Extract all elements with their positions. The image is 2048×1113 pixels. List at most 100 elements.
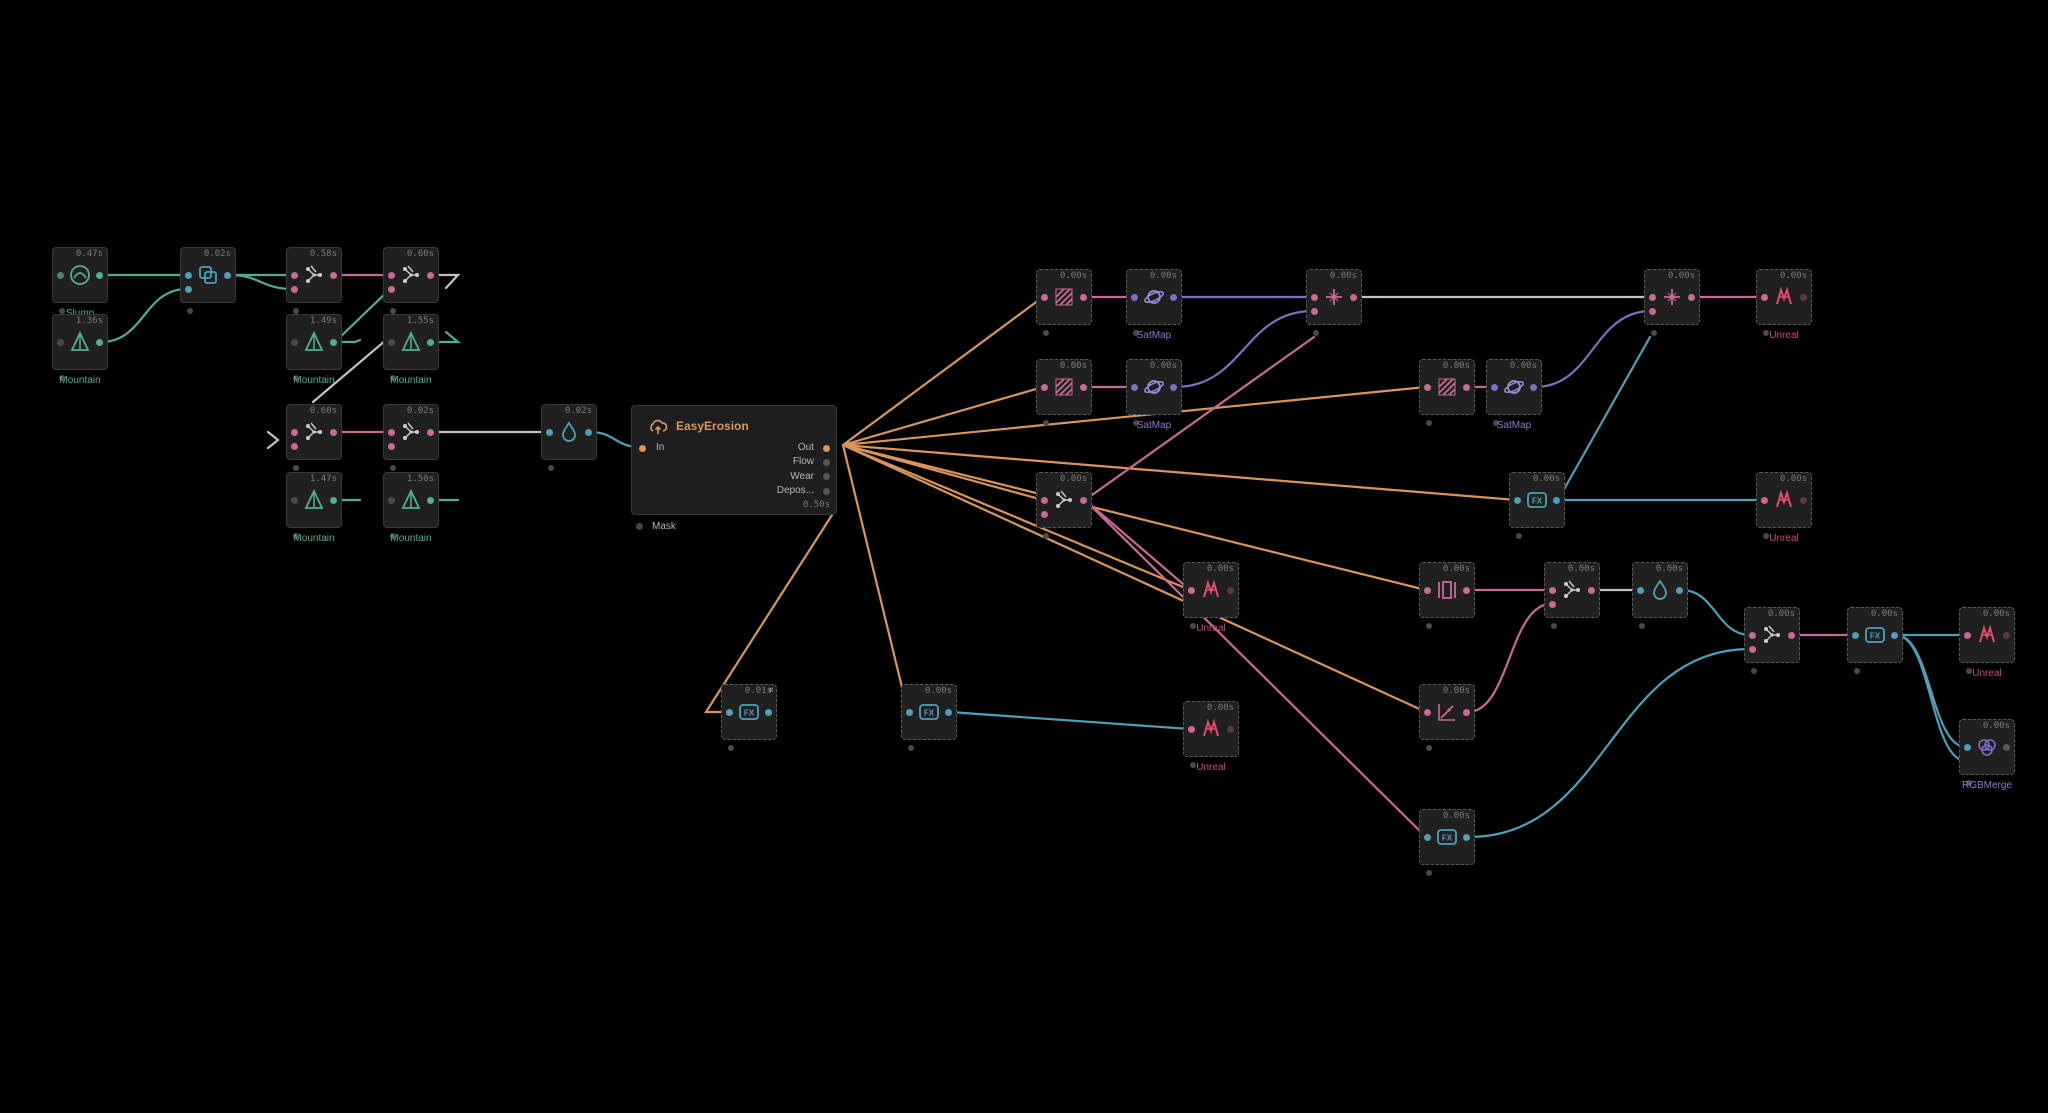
graph-node[interactable]: 0.60s xyxy=(383,247,439,314)
output-port[interactable] xyxy=(1227,726,1234,733)
input-port[interactable] xyxy=(388,497,395,504)
output-port[interactable] xyxy=(427,429,434,436)
output-port[interactable] xyxy=(1170,294,1177,301)
output-port-deposits[interactable] xyxy=(823,488,830,495)
input-port-2[interactable] xyxy=(1649,308,1656,315)
output-port[interactable] xyxy=(1463,834,1470,841)
input-port[interactable] xyxy=(57,339,64,346)
texture-node[interactable]: 0.00s xyxy=(1419,359,1475,426)
input-port[interactable] xyxy=(388,339,395,346)
close-icon[interactable]: × xyxy=(768,685,774,696)
output-port[interactable] xyxy=(1350,294,1357,301)
output-port[interactable] xyxy=(1676,587,1683,594)
input-port[interactable] xyxy=(1041,384,1048,391)
output-port[interactable] xyxy=(1080,294,1087,301)
output-port[interactable] xyxy=(96,339,103,346)
input-port[interactable] xyxy=(1131,384,1138,391)
output-port[interactable] xyxy=(1080,497,1087,504)
output-port[interactable] xyxy=(1530,384,1537,391)
graph-node[interactable]: 0.58s xyxy=(286,247,342,314)
output-port-wear[interactable] xyxy=(823,473,830,480)
output-port[interactable] xyxy=(330,497,337,504)
output-port[interactable] xyxy=(585,429,592,436)
graph-node[interactable]: 0.00s xyxy=(1036,472,1092,539)
output-port[interactable] xyxy=(765,709,772,716)
output-port[interactable] xyxy=(427,272,434,279)
water-node[interactable]: 0.02s xyxy=(541,404,597,471)
graph-node[interactable]: 0.02s xyxy=(383,404,439,471)
output-port[interactable] xyxy=(945,709,952,716)
input-port[interactable] xyxy=(57,272,64,279)
input-port[interactable] xyxy=(1514,497,1521,504)
input-port[interactable] xyxy=(1311,294,1318,301)
input-port[interactable] xyxy=(1549,587,1556,594)
slump-node[interactable]: 0.47sSlump xyxy=(52,247,108,319)
input-port[interactable] xyxy=(1761,294,1768,301)
input-port[interactable] xyxy=(546,429,553,436)
input-port[interactable] xyxy=(1188,726,1195,733)
output-port[interactable] xyxy=(2003,632,2010,639)
input-port-2[interactable] xyxy=(291,286,298,293)
input-port-2[interactable] xyxy=(1549,601,1556,608)
input-port[interactable] xyxy=(1649,294,1656,301)
output-port[interactable] xyxy=(1463,384,1470,391)
input-port[interactable] xyxy=(291,497,298,504)
water-node[interactable]: 0.00s xyxy=(1632,562,1688,629)
output-port[interactable] xyxy=(330,272,337,279)
easy-erosion-node[interactable]: EasyErosion In Out Flow Wear Depos... 0.… xyxy=(631,405,837,515)
input-port[interactable] xyxy=(1131,294,1138,301)
output-port-out[interactable] xyxy=(823,445,830,452)
input-port-2[interactable] xyxy=(1041,511,1048,518)
select-node[interactable]: 0.00s xyxy=(1644,269,1700,336)
input-port[interactable] xyxy=(185,272,192,279)
output-port[interactable] xyxy=(2003,744,2010,751)
output-port[interactable] xyxy=(330,339,337,346)
output-port[interactable] xyxy=(1463,709,1470,716)
texture-node[interactable]: 0.00s xyxy=(1036,269,1092,336)
input-port[interactable] xyxy=(291,429,298,436)
output-port-flow[interactable] xyxy=(823,459,830,466)
input-port[interactable] xyxy=(1852,632,1859,639)
input-port[interactable] xyxy=(1424,709,1431,716)
input-port[interactable] xyxy=(1424,834,1431,841)
input-port[interactable] xyxy=(1491,384,1498,391)
input-port[interactable] xyxy=(1964,632,1971,639)
input-port[interactable] xyxy=(291,272,298,279)
input-port[interactable] xyxy=(1424,587,1431,594)
input-port[interactable] xyxy=(388,429,395,436)
input-port[interactable] xyxy=(639,445,646,452)
input-port[interactable] xyxy=(1637,587,1644,594)
output-port[interactable] xyxy=(330,429,337,436)
input-port[interactable] xyxy=(1964,744,1971,751)
graph-node[interactable]: 0.00s xyxy=(1544,562,1600,629)
input-port[interactable] xyxy=(1749,632,1756,639)
input-port-2[interactable] xyxy=(388,443,395,450)
input-port-2[interactable] xyxy=(1311,308,1318,315)
output-port[interactable] xyxy=(1800,294,1807,301)
input-port[interactable] xyxy=(1041,497,1048,504)
output-port[interactable] xyxy=(1170,384,1177,391)
input-port[interactable] xyxy=(1761,497,1768,504)
input-port[interactable] xyxy=(1041,294,1048,301)
texture-node[interactable]: 0.00s xyxy=(1036,359,1092,426)
output-port[interactable] xyxy=(1800,497,1807,504)
output-port[interactable] xyxy=(427,497,434,504)
output-port[interactable] xyxy=(1688,294,1695,301)
